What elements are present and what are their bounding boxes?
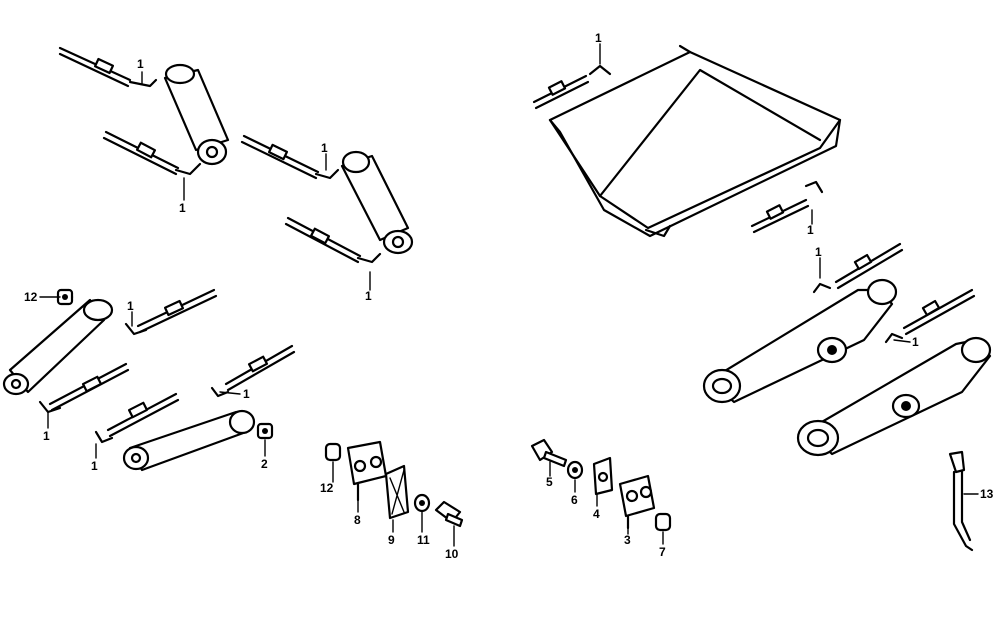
plate-4 [592,456,614,496]
hose-fitting [532,64,612,110]
hose-fitting [58,46,158,88]
lift-cylinder-left [163,63,230,166]
callout-8: 8 [354,513,361,527]
clamp-block-3 [618,474,656,530]
hose-fitting [210,344,296,398]
callout-labels: 1 1 1 1 1 1 1 1 1 1 1 1 12 2 12 8 9 11 1… [24,31,994,561]
callout-9: 9 [388,533,395,547]
loader-arm-left [702,278,898,404]
callout-1: 1 [807,223,814,237]
callout-4: 4 [593,507,600,521]
leader-lines [39,43,979,547]
nut-12b [324,442,342,462]
nut-2 [256,422,274,440]
hose-fitting [750,180,824,234]
callout-6: 6 [571,493,578,507]
callout-1: 1 [815,245,822,259]
clamp-block-8 [346,440,388,502]
callout-12: 12 [24,290,38,304]
callout-1: 1 [595,31,602,45]
hose-fitting [124,288,218,336]
callout-5: 5 [546,475,553,489]
callout-10: 10 [445,547,459,561]
callout-1: 1 [137,57,144,71]
callout-7: 7 [659,545,666,559]
hose-fitting [38,362,130,414]
callout-13: 13 [980,487,994,501]
callout-1: 1 [179,201,186,215]
callout-1: 1 [91,459,98,473]
lift-cylinder-center [340,150,414,255]
callout-1: 1 [912,335,919,349]
callout-1: 1 [243,387,250,401]
bucket [548,44,842,238]
plate-9 [384,464,410,520]
hose-fitting [102,130,202,176]
callout-11: 11 [417,533,430,547]
bolt-10 [434,500,464,528]
spring-pin-13 [948,450,974,552]
hose-fitting [884,288,976,344]
callout-1: 1 [365,289,372,303]
nut-7 [654,512,672,532]
callout-1: 1 [127,299,134,313]
hose-fitting [94,392,180,444]
tilt-cylinder-lower [122,409,256,472]
hose-fitting [284,216,382,264]
washer-6 [566,460,584,480]
hose-fitting [812,242,904,294]
loader-arm-right [796,336,992,457]
callout-12: 12 [320,481,334,495]
callout-1: 1 [321,141,328,155]
callout-2: 2 [261,457,268,471]
bolt-5 [530,438,568,468]
washer-11 [413,493,431,513]
callout-1: 1 [43,429,50,443]
hose-fitting [240,134,340,180]
callout-3: 3 [624,533,631,547]
